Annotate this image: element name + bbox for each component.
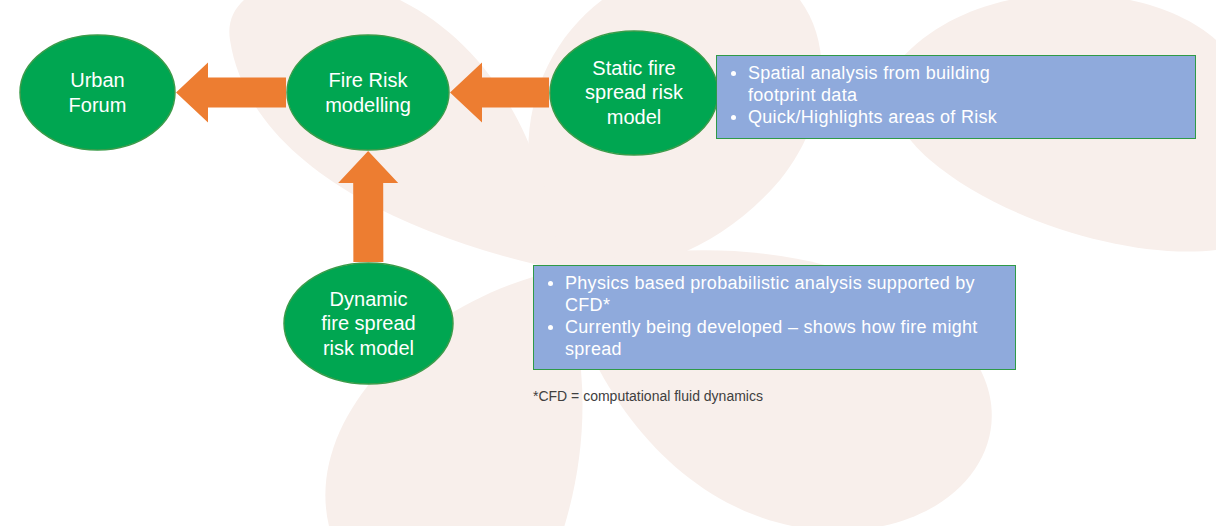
bullet-text: Physics based probabilistic analysis sup… xyxy=(565,273,1003,316)
circle-shape xyxy=(287,35,449,150)
circle-shape xyxy=(20,35,175,150)
process-circle: Urban Forum xyxy=(19,34,176,151)
block-arrow xyxy=(176,63,286,123)
circle-outline xyxy=(286,34,450,151)
circle-outline xyxy=(19,34,176,151)
bullet-dot xyxy=(548,325,553,330)
bullet-item: Physics based probabilistic analysis sup… xyxy=(546,273,1003,316)
bullet-item: Quick/Highlights areas of Risk xyxy=(729,107,1183,129)
bullet-dot xyxy=(731,115,736,120)
bullet-item: Currently being developed – shows how fi… xyxy=(546,317,1003,360)
bullet-dot xyxy=(548,281,553,286)
bullet-text: Spatial analysis from building footprint… xyxy=(748,63,1010,106)
process-circle: Static fire spread risk model xyxy=(549,30,719,156)
circle-shape xyxy=(284,263,453,384)
note-box: Spatial analysis from building footprint… xyxy=(716,55,1196,139)
block-arrow xyxy=(450,63,549,123)
node-title: Static fire spread risk model xyxy=(578,56,690,129)
circle-shape xyxy=(550,31,718,155)
bullet-text: Currently being developed – shows how fi… xyxy=(565,317,1003,360)
footnote: *CFD = computational fluid dynamics xyxy=(533,388,763,404)
note-box: Physics based probabilistic analysis sup… xyxy=(533,265,1016,370)
bullet-dot xyxy=(731,71,736,76)
process-circle: Dynamic fire spread risk model xyxy=(283,262,454,385)
block-arrow xyxy=(338,151,398,262)
node-title: Urban Forum xyxy=(58,68,138,117)
node-title: Fire Risk modelling xyxy=(313,68,423,117)
process-circle: Fire Risk modelling xyxy=(286,34,450,151)
bullet-text: Quick/Highlights areas of Risk xyxy=(748,107,997,129)
node-title: Dynamic fire spread risk model xyxy=(315,287,423,360)
bullet-item: Spatial analysis from building footprint… xyxy=(729,63,1183,106)
